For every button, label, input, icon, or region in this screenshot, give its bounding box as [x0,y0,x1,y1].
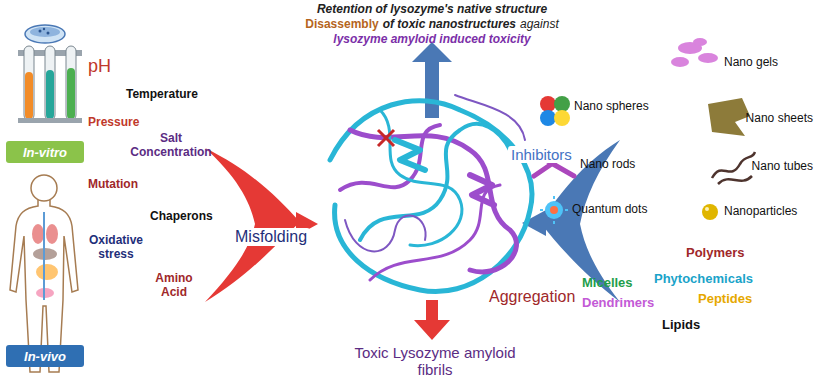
factor-label: Mutation [88,178,138,192]
factor-label: Chaperons [150,210,213,224]
inhibitor-class: Lipids [662,318,700,333]
factor-label: pH [88,56,111,77]
inhibitor-class: Phytochemicals [654,272,753,287]
outcome-label: Toxic Lysozyme amyloid fibrils [350,344,520,379]
factor-label: Oxidative stress [84,234,148,262]
factor-label: Salt Concentration [126,132,216,160]
process-label: Aggregation [486,288,578,306]
inhibitor-class: Micelles [582,276,633,291]
heading-word: Disassembly [305,18,378,32]
heading-line: Retention of lysozyme's native structure [317,3,547,17]
box-label: In-vivo [24,349,66,364]
nano-label: Nano spheres [574,100,649,114]
factor-label: Pressure [88,116,139,130]
nano-label: Nanoparticles [724,205,797,219]
nano-label: Nano tubes [752,160,813,174]
heading-line: of toxic nanostructures [383,18,516,32]
heading-line: lysozyme amyloid induced toxicity [333,33,530,47]
inhibitor-class: Dendrimers [582,296,654,311]
nano-label: Nano sheets [746,112,813,126]
context-box: In-vivo [6,345,84,367]
factor-label: Temperature [126,88,198,102]
nano-label: Quantum dots [572,203,647,217]
nano-label: Nano gels [724,56,778,70]
process-label: Inhibitors [508,146,575,163]
heading-word: against [520,18,559,32]
context-box: In-vitro [6,141,84,163]
process-label: Misfolding [232,228,310,246]
factor-label: Amino Acid [148,272,200,300]
nano-label: Nano rods [580,158,635,172]
inhibitor-class: Polymers [686,246,745,261]
inhibitor-class: Peptides [698,292,752,307]
box-label: In-vitro [23,145,67,160]
